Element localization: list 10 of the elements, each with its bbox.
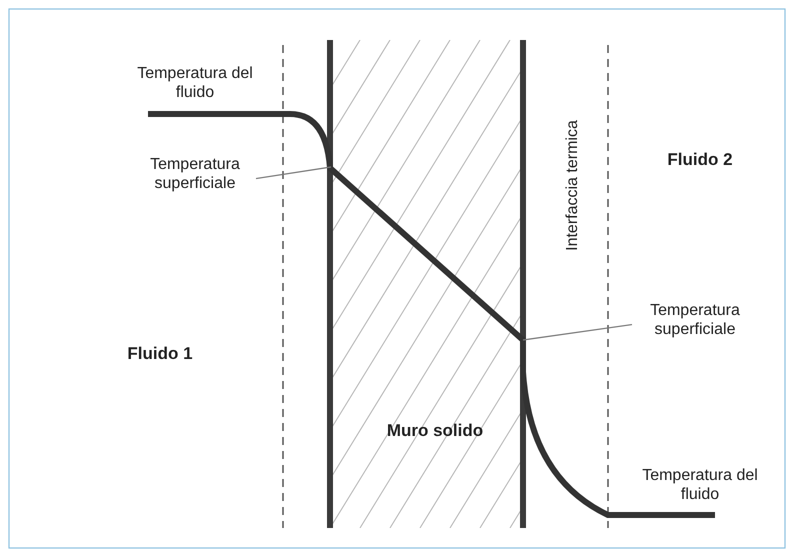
region-label: Fluido 2	[666, 150, 734, 169]
callout-text: Temperatura superficiale	[630, 301, 760, 339]
annotation-text: Temperatura del fluido	[641, 466, 759, 504]
callout-text: Temperatura superficiale	[130, 155, 260, 193]
annotation-text: Interfaccia termica	[562, 120, 582, 250]
annotation-text: Temperatura del fluido	[136, 64, 254, 102]
leader-line	[522, 324, 632, 341]
leader-line	[256, 166, 332, 180]
region-label: Muro solido	[386, 421, 484, 440]
region-label: Fluido 1	[126, 344, 194, 363]
